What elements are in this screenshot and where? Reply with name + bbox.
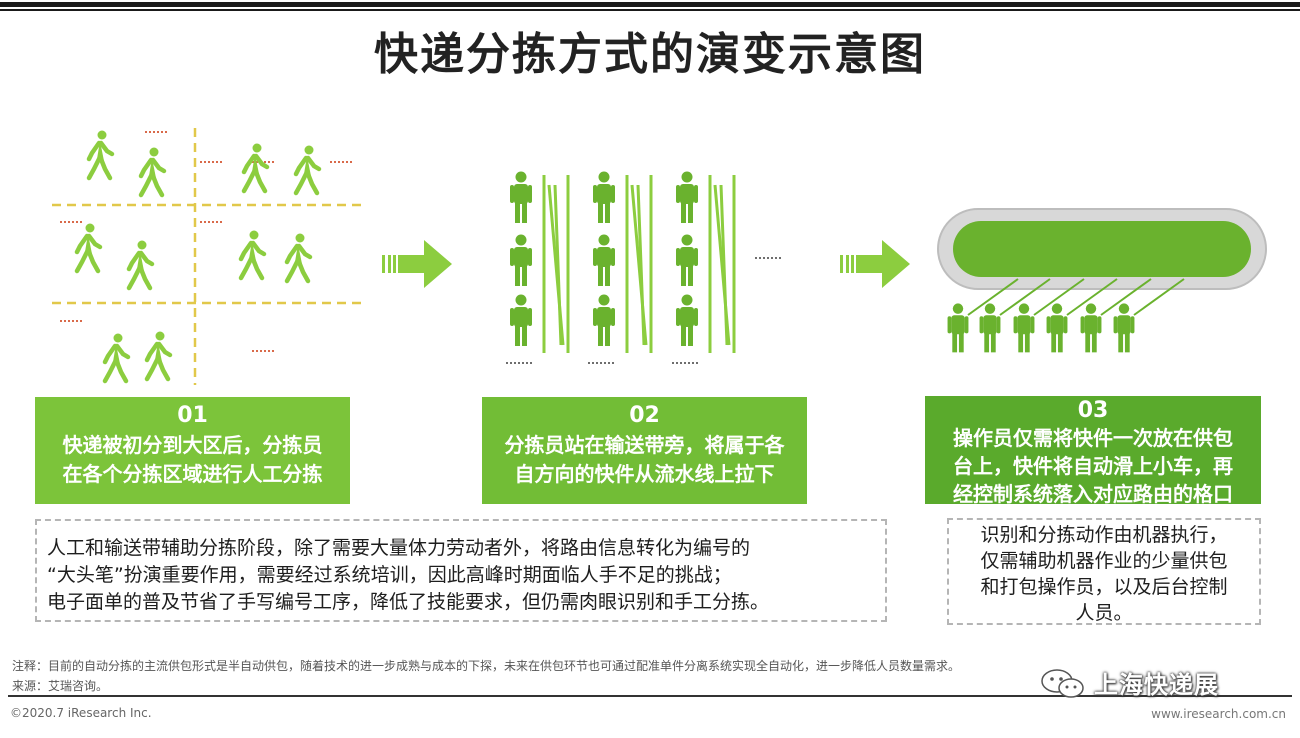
step-text-line: 经控制系统落入对应路由的格口	[953, 482, 1233, 506]
feed-line	[999, 278, 1051, 316]
walking-person-icon	[238, 230, 267, 281]
sorting-machine-body	[953, 221, 1251, 277]
walking-person-icon	[86, 130, 115, 181]
walking-person-icon	[284, 233, 313, 284]
page-title: 快递分拣方式的演变示意图	[374, 29, 926, 80]
standing-person-icon	[676, 171, 698, 223]
arrow-right-icon	[382, 240, 452, 288]
standing-person-icon	[593, 294, 615, 346]
standing-person-icon	[510, 234, 532, 286]
note-box-left: 人工和输送带辅助分拣阶段，除了需要大量体力劳动者外，将路由信息转化为编号的 “大…	[35, 519, 887, 622]
step-box-3: 03 操作员仅需将快件一次放在供包 台上，快件将自动滑上小车，再 经控制系统落入…	[925, 396, 1261, 506]
standing-person-icon	[676, 234, 698, 286]
standing-person-icon	[676, 294, 698, 346]
note-box-right: 识别和分拣动作由机器执行， 仅需辅助机器作业的少量供包 和打包操作员，以及后台控…	[947, 518, 1261, 625]
wechat-icon	[1041, 668, 1084, 698]
standing-person-icon	[979, 303, 1001, 353]
standing-person-icon	[1080, 303, 1102, 353]
watermark: 上海快递展	[1038, 665, 1219, 700]
arrow-tail-bar	[382, 255, 385, 273]
manual-sorting-illustration	[52, 128, 362, 385]
walking-person-icon	[74, 223, 103, 274]
step-number: 01	[177, 403, 208, 428]
top-rule	[0, 2, 1300, 7]
note-text-line: 识别和分拣动作由机器执行，	[980, 524, 1228, 546]
step-text-line: 台上，快件将自动滑上小车，再	[953, 454, 1233, 478]
note-text-line: “大头笔”扮演重要作用，需要经过系统培训，因此高峰时期面临人手不足的挑战；	[47, 564, 732, 586]
footnote: 注释：目前的自动分拣的主流供包形式是半自动供包，随着技术的进一步成熟与成本的下探…	[12, 659, 961, 673]
step-text-line: 在各个分拣区域进行人工分拣	[62, 462, 323, 486]
source-note: 来源：艾瑞咨询。	[12, 679, 109, 693]
standing-person-icon	[593, 171, 615, 223]
step-number: 02	[629, 403, 660, 428]
step-number: 03	[1077, 398, 1109, 423]
feed-line	[967, 278, 1019, 316]
bottom-rule	[8, 695, 1292, 697]
step-text-line: 自方向的快件从流水线上拉下	[514, 462, 775, 486]
note-text-line: 电子面单的普及节省了手写编号工序，降低了技能要求，但仍需肉眼识别和手工分拣。	[47, 591, 770, 613]
feed-line	[1133, 278, 1185, 316]
walking-person-icon	[126, 240, 155, 291]
step-text-line: 分拣员站在输送带旁，将属于各	[504, 433, 785, 457]
walking-person-icon	[102, 333, 131, 384]
arrow-right-icon	[840, 240, 910, 288]
arrow-head	[856, 240, 910, 288]
walking-person-icon	[138, 147, 167, 198]
copyright: ©2020.7 iResearch Inc.	[10, 706, 152, 720]
step-text-line: 操作员仅需将快件一次放在供包	[953, 426, 1233, 450]
standing-person-icon	[510, 171, 532, 223]
automatic-sorting-illustration	[937, 208, 1267, 353]
step-box-1: 01 快递被初分到大区后，分拣员 在各个分拣区域进行人工分拣	[35, 397, 350, 504]
arrow-head	[398, 240, 452, 288]
feed-line	[1066, 278, 1118, 316]
arrow-tail-bar	[388, 255, 391, 273]
standing-person-icon	[947, 303, 969, 353]
top-rule-thin	[0, 9, 1300, 11]
feed-line	[1033, 278, 1085, 316]
website-link[interactable]: www.iresearch.com.cn	[1151, 707, 1286, 721]
conveyor-sorting-illustration	[506, 171, 781, 364]
note-text-line: 人员。	[1075, 602, 1133, 624]
note-text-line: 人工和输送带辅助分拣阶段，除了需要大量体力劳动者外，将路由信息转化为编号的	[47, 537, 751, 559]
step-box-2: 02 分拣员站在输送带旁，将属于各 自方向的快件从流水线上拉下	[482, 397, 807, 504]
note-text-line: 仅需辅助机器作业的少量供包	[980, 550, 1228, 572]
arrow-tail-bar	[840, 255, 843, 273]
feed-line	[1100, 278, 1152, 316]
walking-person-icon	[144, 331, 173, 382]
walking-person-icon	[241, 143, 270, 194]
arrow-tail-bar	[846, 255, 849, 273]
standing-person-icon	[593, 234, 615, 286]
note-text-line: 和打包操作员，以及后台控制	[980, 576, 1228, 598]
arrow-tail-bar	[393, 255, 396, 273]
standing-person-icon	[510, 294, 532, 346]
standing-person-icon	[1113, 303, 1135, 353]
standing-person-icon	[1013, 303, 1035, 353]
standing-person-icon	[1046, 303, 1068, 353]
arrow-tail-bar	[851, 255, 854, 273]
walking-person-icon	[293, 145, 322, 196]
step-text-line: 快递被初分到大区后，分拣员	[62, 433, 323, 457]
watermark-text: 上海快递展	[1094, 671, 1219, 699]
